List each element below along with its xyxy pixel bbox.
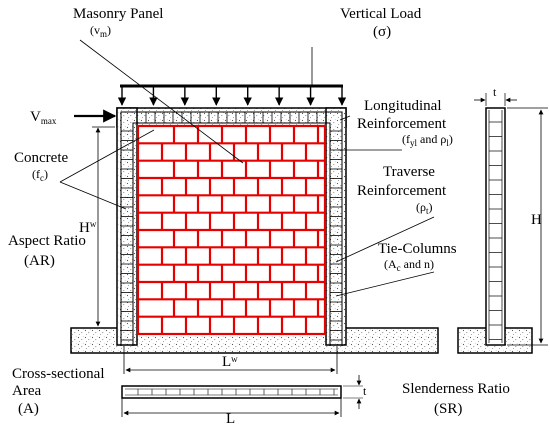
masonry-panel-label: Masonry Panel xyxy=(73,6,163,22)
leader-lines xyxy=(59,39,435,297)
brick-courses xyxy=(138,126,325,334)
lw-dimension xyxy=(123,346,338,374)
longitudinal-label-line1: Longitudinal xyxy=(364,98,442,114)
vertical-load-arrows xyxy=(117,84,347,106)
t-side-label: t xyxy=(493,85,497,99)
tie-columns-label: Tie-Columns xyxy=(378,241,457,257)
longitudinal-label-line2: Reinforcement xyxy=(357,116,447,132)
traverse-label-symbol: (ρt) xyxy=(416,200,433,216)
cross-section-view xyxy=(121,375,363,417)
transverse-reinforcement xyxy=(121,112,342,341)
slenderness-label: Slenderness Ratio xyxy=(402,381,510,397)
bond-beam xyxy=(116,107,347,128)
aspect-ratio-abbr: (AR) xyxy=(24,253,55,269)
concrete-symbol: (fc) xyxy=(32,167,48,183)
cross-section-label-line3: (A) xyxy=(18,401,39,417)
h-side-label: H xyxy=(531,212,542,228)
hw-dimension xyxy=(92,126,115,327)
slenderness-abbr: (SR) xyxy=(434,401,462,417)
cross-section-label-line2: Area xyxy=(12,383,41,399)
hw-label: Hw xyxy=(79,219,97,236)
t-bottom-label: t xyxy=(363,384,367,398)
traverse-label-line2: Reinforcement xyxy=(357,183,447,199)
traverse-label-line1: Traverse xyxy=(383,164,435,180)
aspect-ratio-label: Aspect Ratio xyxy=(8,233,86,249)
lw-label: Lw xyxy=(222,354,238,370)
cross-section-label-line1: Cross-sectional xyxy=(12,366,104,382)
side-view xyxy=(457,93,548,354)
tie-column-left xyxy=(116,107,138,346)
masonry-panel-symbol: (vm) xyxy=(90,23,111,39)
longitudinal-label-symbol: (fyl and ρl) xyxy=(402,132,453,148)
concrete-label: Concrete xyxy=(14,150,68,166)
vertical-load-label: Vertical Load xyxy=(340,6,422,22)
vmax-label: Vmax xyxy=(30,109,57,126)
tie-columns-symbol: (Ac and n) xyxy=(384,257,434,273)
tie-column-right xyxy=(325,107,347,346)
vertical-load-symbol: (σ) xyxy=(373,24,391,40)
longitudinal-reinforcement xyxy=(120,111,343,346)
l-label: L xyxy=(226,411,235,427)
